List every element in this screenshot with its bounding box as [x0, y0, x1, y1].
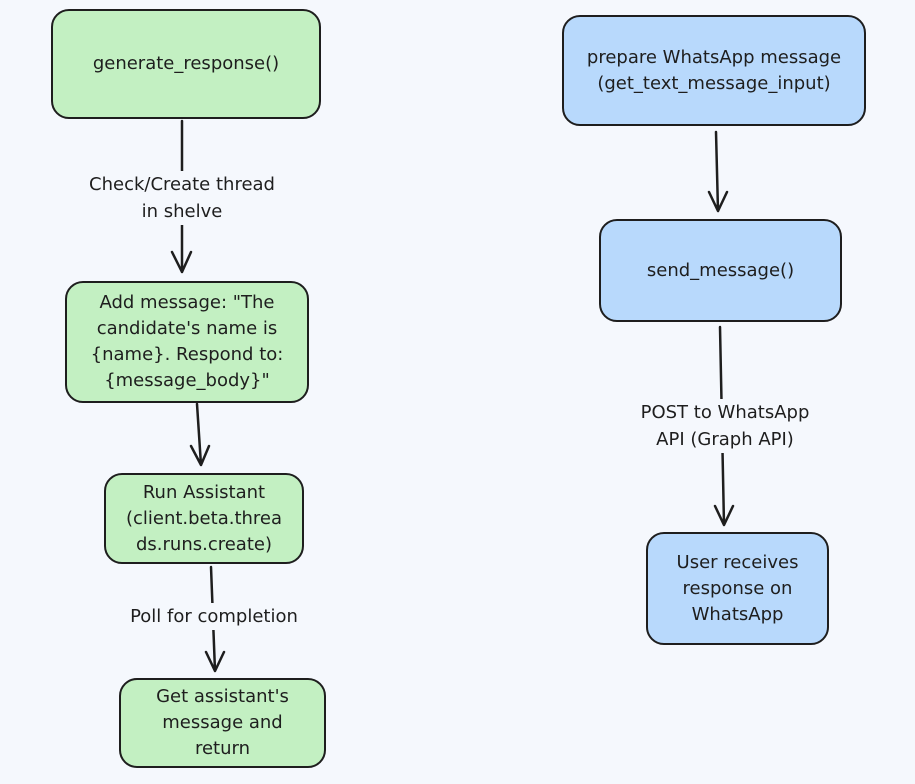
- edge-label-post-api: POST to WhatsApp API (Graph API): [616, 399, 834, 453]
- prepare-message-node: prepare WhatsApp message (get_text_messa…: [562, 15, 866, 126]
- get-message-label: Get assistant's message and return: [156, 686, 289, 759]
- run-assistant-label: Run Assistant (client.beta.threa ds.runs…: [125, 481, 283, 555]
- generate-response-label: generate_response(): [92, 53, 280, 74]
- prepare-message-label: prepare WhatsApp message (get_text_messa…: [586, 46, 842, 94]
- user-receives-node: User receives response on WhatsApp: [646, 532, 829, 645]
- arrow-add-to-run: [189, 402, 211, 467]
- arrow-prepare-to-send: [707, 130, 729, 213]
- edge-label-poll: Poll for completion: [112, 603, 316, 630]
- add-message-label: Add message: "The candidate's name is {n…: [90, 292, 284, 391]
- edge-label-check-thread: Check/Create thread in shelve: [68, 171, 296, 225]
- run-assistant-node: Run Assistant (client.beta.threa ds.runs…: [104, 473, 304, 564]
- get-message-node: Get assistant's message and return: [119, 678, 326, 768]
- send-message-label: send_message(): [646, 259, 795, 281]
- send-message-node: send_message(): [599, 219, 842, 322]
- generate-response-node: generate_response(): [51, 9, 321, 119]
- add-message-node: Add message: "The candidate's name is {n…: [65, 281, 309, 403]
- user-receives-label: User receives response on WhatsApp: [676, 551, 799, 625]
